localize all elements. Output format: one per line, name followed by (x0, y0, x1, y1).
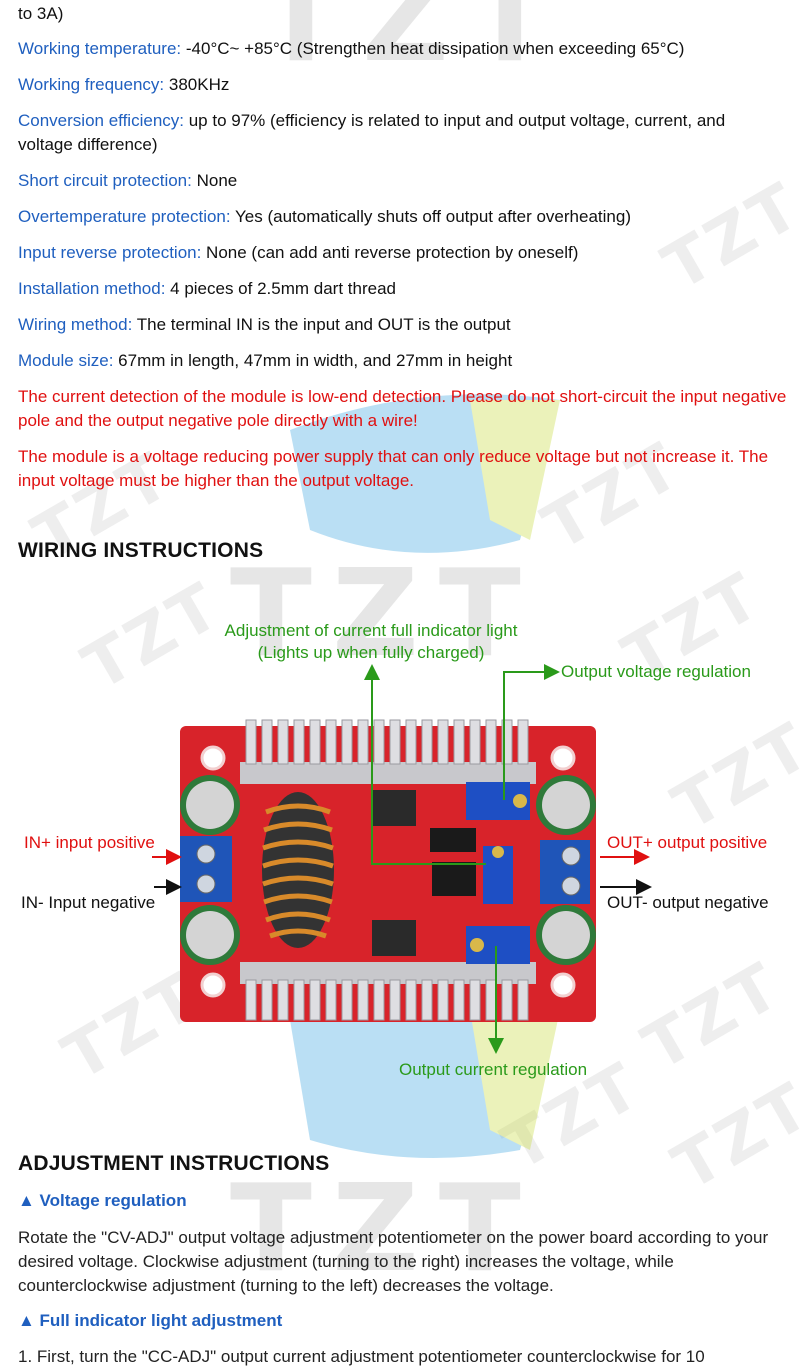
label-in-plus: IN+ input positive (24, 833, 155, 852)
spec-line: Working temperature: -40°C~ +85°C (Stren… (18, 37, 783, 61)
spec-key: Overtemperature protection: (18, 207, 231, 226)
spec-key: Module size: (18, 351, 114, 370)
warning-text: The module is a voltage reducing power s… (18, 447, 769, 490)
spec-line: Conversion efficiency: up to 97% (effici… (18, 109, 783, 157)
section-heading-wiring: WIRING INSTRUCTIONS (18, 539, 264, 562)
subheading-voltage-regulation: ▲ Voltage regulation (18, 1191, 187, 1210)
label-full-indicator-line1: Adjustment of current full indicator lig… (224, 621, 518, 640)
capacitor (180, 905, 240, 965)
mount-hole (550, 745, 576, 771)
spec-line: Overtemperature protection: Yes (automat… (18, 205, 783, 229)
spec-value: The terminal IN is the input and OUT is … (132, 315, 511, 334)
mount-hole (550, 972, 576, 998)
spec-line: Module size: 67mm in length, 47mm in wid… (18, 349, 783, 373)
mosfet (372, 920, 416, 956)
section-heading-adjustment: ADJUSTMENT INSTRUCTIONS (18, 1152, 330, 1175)
spec-key: Working temperature: (18, 39, 182, 58)
spec-value: None (can add anti reverse protection by… (201, 243, 579, 262)
subheading-full-indicator: ▲ Full indicator light adjustment (18, 1311, 283, 1330)
spec-value: to 3A) (18, 4, 64, 23)
paragraph-voltage-regulation: Rotate the "CV-ADJ" output voltage adjus… (18, 1228, 769, 1295)
label-output-current: Output current regulation (399, 1060, 588, 1079)
spec-line: Working frequency: 380KHz (18, 73, 783, 97)
spec-value: 4 pieces of 2.5mm dart thread (165, 279, 396, 298)
arrow-output-voltage (503, 664, 560, 800)
paragraph-full-indicator: 1. First, turn the "CC-ADJ" output curre… (18, 1347, 705, 1366)
spec-value: 380KHz (164, 75, 230, 94)
spec-value: None (191, 171, 238, 190)
potentiometer-cv (466, 782, 530, 820)
warning-text: The current detection of the module is l… (18, 387, 787, 430)
label-in-minus: IN- Input negative (21, 893, 156, 912)
mount-hole (200, 972, 226, 998)
module-board-diagram (152, 664, 652, 1054)
spec-key: Wiring method: (18, 315, 133, 334)
spec-line: Wiring method: The terminal IN is the in… (18, 313, 783, 337)
label-output-voltage: Output voltage regulation (561, 662, 751, 681)
label-out-minus: OUT- output negative (607, 893, 769, 912)
watermark-tzt: TZT (661, 1068, 800, 1206)
spec-line: Input reverse protection: None (can add … (18, 241, 783, 265)
label-full-indicator: Adjustment of current full indicator lig… (200, 621, 542, 663)
potentiometer-indicator (483, 846, 513, 904)
mount-hole (200, 745, 226, 771)
spec-line: Installation method: 4 pieces of 2.5mm d… (18, 277, 783, 301)
spec-line: Short circuit protection: None (18, 169, 783, 193)
spec-key: Input reverse protection: (18, 243, 202, 262)
spec-value: -40°C~ +85°C (Strengthen heat dissipatio… (181, 39, 685, 58)
terminal-in (180, 836, 232, 902)
capacitor (180, 775, 240, 835)
spec-key: Installation method: (18, 279, 166, 298)
label-out-plus: OUT+ output positive (607, 833, 768, 852)
label-full-indicator-line2: (Lights up when fully charged) (257, 643, 485, 662)
heatsink-bottom (240, 962, 536, 1021)
spec-value: 67mm in length, 47mm in width, and 27mm … (113, 351, 513, 370)
heatsink-top (240, 719, 536, 784)
spec-key: Short circuit protection: (18, 171, 192, 190)
ic-chip (430, 828, 476, 852)
capacitor (536, 905, 596, 965)
inductor-coil (262, 792, 334, 948)
potentiometer-cc (466, 926, 530, 964)
spec-value: Yes (automatically shuts off output afte… (230, 207, 631, 226)
arrow-full-indicator (364, 664, 486, 865)
ic-chip (432, 862, 476, 896)
spec-key: Conversion efficiency: (18, 111, 184, 130)
spec-line: to 3A) (18, 2, 783, 26)
terminal-out (540, 840, 590, 904)
spec-value: up to 97% (efficiency is related to inpu… (18, 111, 726, 154)
mosfet (372, 790, 416, 826)
spec-key: Working frequency: (18, 75, 165, 94)
capacitor (536, 775, 596, 835)
